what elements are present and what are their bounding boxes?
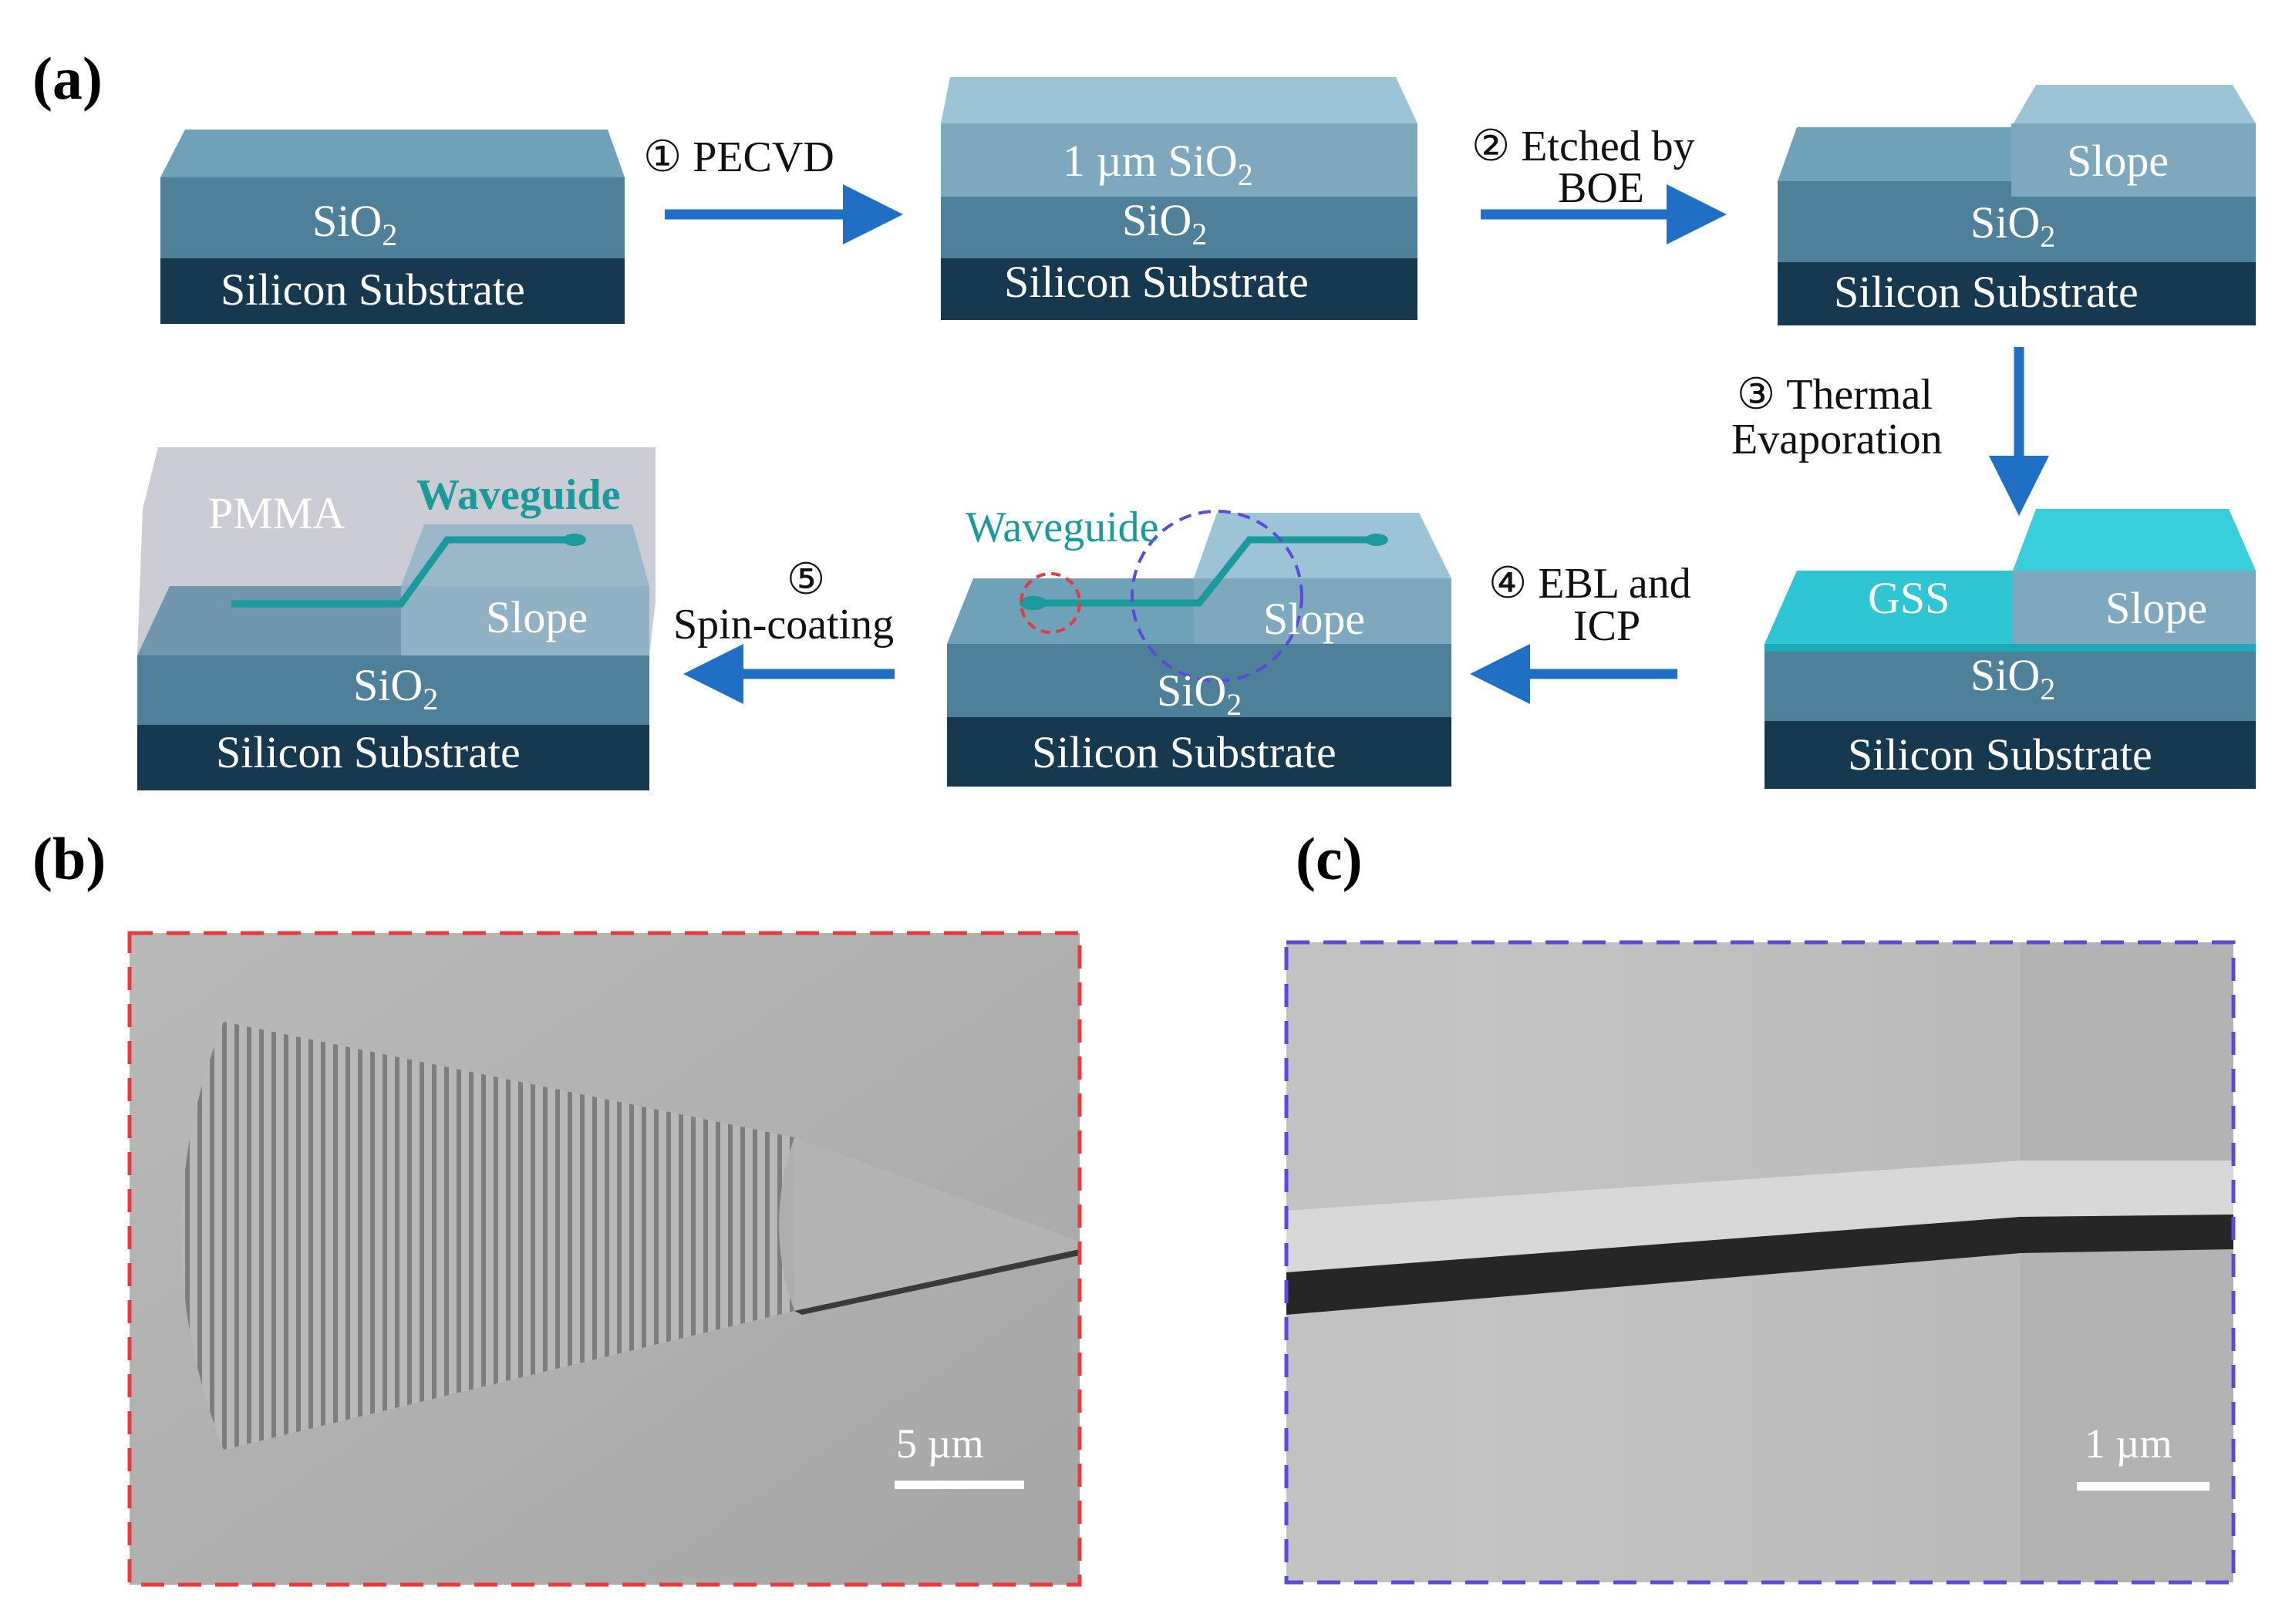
block-5-grating-coupler [1020,596,1047,610]
block-4-silicon-label: Silicon Substrate [1848,729,2152,780]
block-6: PMMA Waveguide Slope SiO2 Silicon Substr… [137,447,656,790]
block-4-slope-face [2013,571,2256,648]
block-3-lower-top [1778,127,2011,181]
step-5-number: ⑤ [787,556,825,604]
block-3-slope-top [2011,85,2256,181]
block-5: Waveguide Slope SiO2 Silicon Substrate [947,504,1451,787]
block-3-silicon-layer [1778,262,2256,325]
block-2-upper-sio2-layer [941,123,1417,197]
block-3-silicon-label: Silicon Substrate [1834,267,2139,317]
block-5-silicon-layer [947,717,1451,787]
block-2-silicon-layer [941,258,1417,320]
block-3-slope-face [2011,123,2256,197]
block-4-sio2-layer [1765,652,2256,721]
block-2-sio2-layer [941,197,1417,258]
block-5-silicon-label: Silicon Substrate [1032,727,1336,777]
block-5-sio2-label: SiO2 [1157,665,1242,722]
block-5-slope-label: Slope [1263,594,1365,644]
sem-b-frame [127,931,1082,1587]
block-1-silicon-label: Silicon Substrate [221,264,525,315]
panel-label-c: (c) [1296,825,1363,892]
block-2-top-face [941,77,1417,123]
block-4-gss-lower [1765,571,2013,644]
block-5-lower-top [947,578,1194,644]
block-3-slope-label: Slope [2067,136,2169,186]
block-4: GSS Slope SiO2 Silicon Substrate [1765,509,2256,789]
sem-image-b: 5 µm [127,931,1082,1587]
block-3: Slope SiO2 Silicon Substrate [1778,85,2256,325]
sem-c-frame [1284,940,2236,1585]
block-3-sio2-layer [1778,197,2256,262]
block-1-top-face [160,130,625,177]
panel-label-b: (b) [32,825,106,892]
block-4-gss-label: GSS [1868,573,1950,623]
block-1-silicon-layer [160,258,625,324]
block-5-waveguide [1030,536,1373,607]
sem-c-scalebar [2077,1482,2209,1491]
block-6-sio2-label: SiO2 [353,660,438,716]
step-4-label-line2: ICP [1573,602,1640,650]
block-5-slope-face [1194,578,1451,655]
block-6-silicon-label: Silicon Substrate [216,727,521,777]
block-2: 1 µm SiO2 SiO2 Silicon Substrate [941,77,1417,320]
red-dashed-circle [1020,572,1081,634]
sem-b-taper-edge [794,1249,1080,1315]
block-4-sio2-label: SiO2 [1970,650,2055,706]
block-5-waveguide-label: Waveguide [966,504,1159,551]
panel-label-a: (a) [32,45,103,112]
sem-c-right-region [2021,942,2233,1582]
block-6-slope-face [401,586,649,655]
step-2-label-line2: BOE [1558,164,1644,212]
block-3-sio2-cap [1778,181,2011,197]
block-6-lower-top [137,586,401,655]
sem-b-grating [181,1022,794,1450]
block-2-silicon-label: Silicon Substrate [1004,257,1309,307]
sem-b-scalebar [895,1481,1024,1489]
block-4-gss-upper [2013,509,2256,571]
sem-c-waveguide-sidewall [1286,1215,2233,1315]
sem-image-c: 1 µm [1284,940,2236,1585]
block-2-sio2-label: SiO2 [1122,195,1207,251]
sem-c-waveguide-top [1286,1161,2233,1272]
sem-b-scalebar-label: 5 µm [896,1420,984,1467]
block-4-gss-edge [1765,644,2256,652]
block-6-waveguide-tip [563,534,586,546]
block-6-waveguide-label: Waveguide [416,471,620,519]
block-1-sio2-label: SiO2 [312,196,397,252]
block-6-slope-label: Slope [486,592,588,642]
block-1-sio2-layer [160,177,625,258]
block-6-pmma-label: PMMA [208,488,345,538]
step-3-label-line2: Evaporation [1731,416,1943,463]
sem-b-taper [794,1137,1080,1311]
block-1: SiO2 Silicon Substrate [160,130,625,324]
block-3-sio2-label: SiO2 [1970,197,2055,254]
block-2-upper-label: 1 µm SiO2 [1063,136,1253,192]
block-6-waveguide [231,536,571,608]
block-4-silicon-layer [1765,721,2256,789]
block-5-upper-top [1194,513,1451,578]
block-6-silicon-layer [137,725,649,790]
sem-c-scalebar-label: 1 µm [2085,1420,2172,1467]
block-6-sio2-layer [137,655,649,725]
blue-dashed-circle [1131,510,1303,682]
block-5-waveguide-tip [1365,534,1388,546]
block-4-slope-label: Slope [2105,583,2207,633]
step-5-label: Spin-coating [673,601,894,649]
